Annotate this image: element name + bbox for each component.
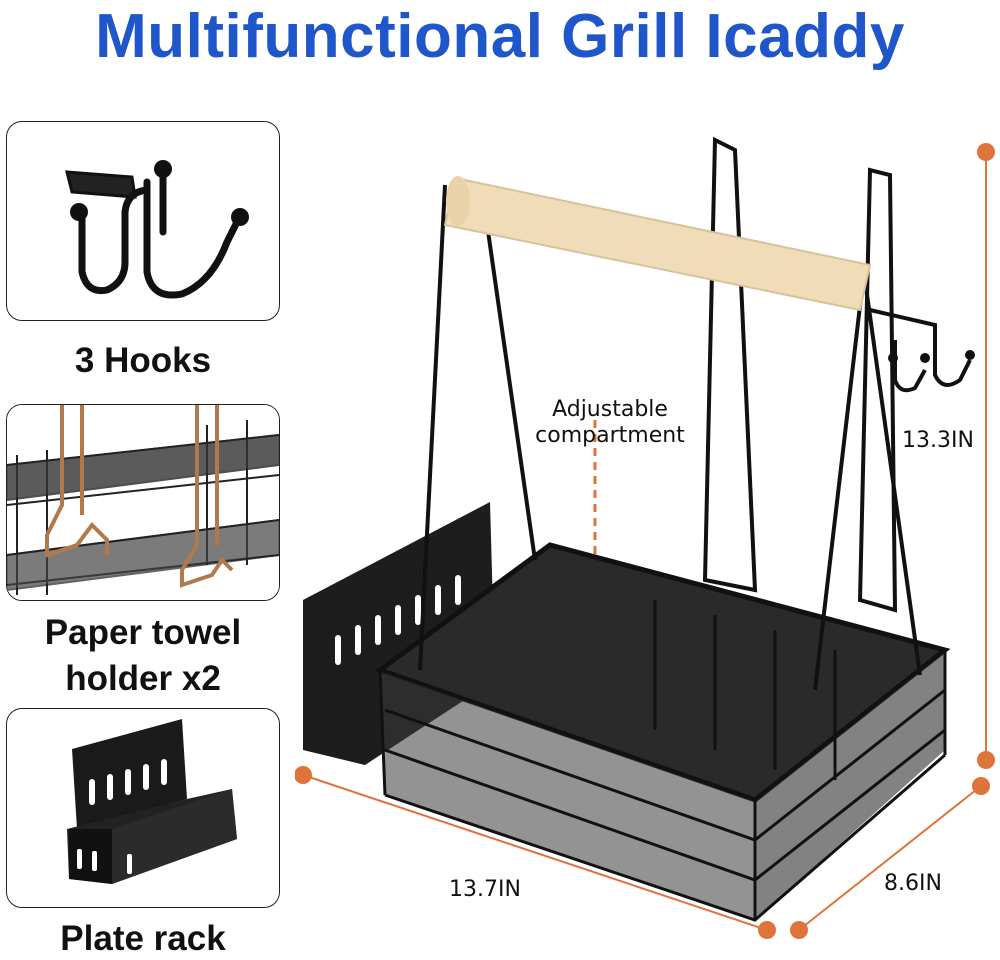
depth-dimension-label: 8.6IN: [884, 871, 942, 896]
width-dimension-label: 13.7IN: [449, 877, 521, 902]
paper-towel-holder-image: [7, 405, 279, 600]
hooks-caption: 3 Hooks: [74, 341, 212, 380]
paper-towel-caption-2: holder x2: [65, 659, 221, 698]
callout-line-2: compartment: [535, 423, 685, 448]
plate-rack-caption: Plate rack: [60, 919, 226, 958]
callout-line-1: Adjustable: [552, 397, 668, 422]
plate-rack-image: [67, 719, 237, 884]
grill-caddy-image: [295, 136, 995, 939]
adjustable-compartment-label: Adjustable compartment: [520, 397, 700, 449]
height-dimension-label: 13.3IN: [902, 428, 974, 453]
plate-rack-panel: [6, 708, 280, 908]
paper-towel-caption-1: Paper towel: [44, 613, 242, 652]
product-illustration: [295, 130, 1000, 956]
page-title: Multifunctional Grill Icaddy: [95, 2, 905, 71]
hooks-panel: [6, 121, 280, 321]
paper-towel-panel: [6, 404, 280, 601]
hooks-image: [65, 160, 249, 299]
